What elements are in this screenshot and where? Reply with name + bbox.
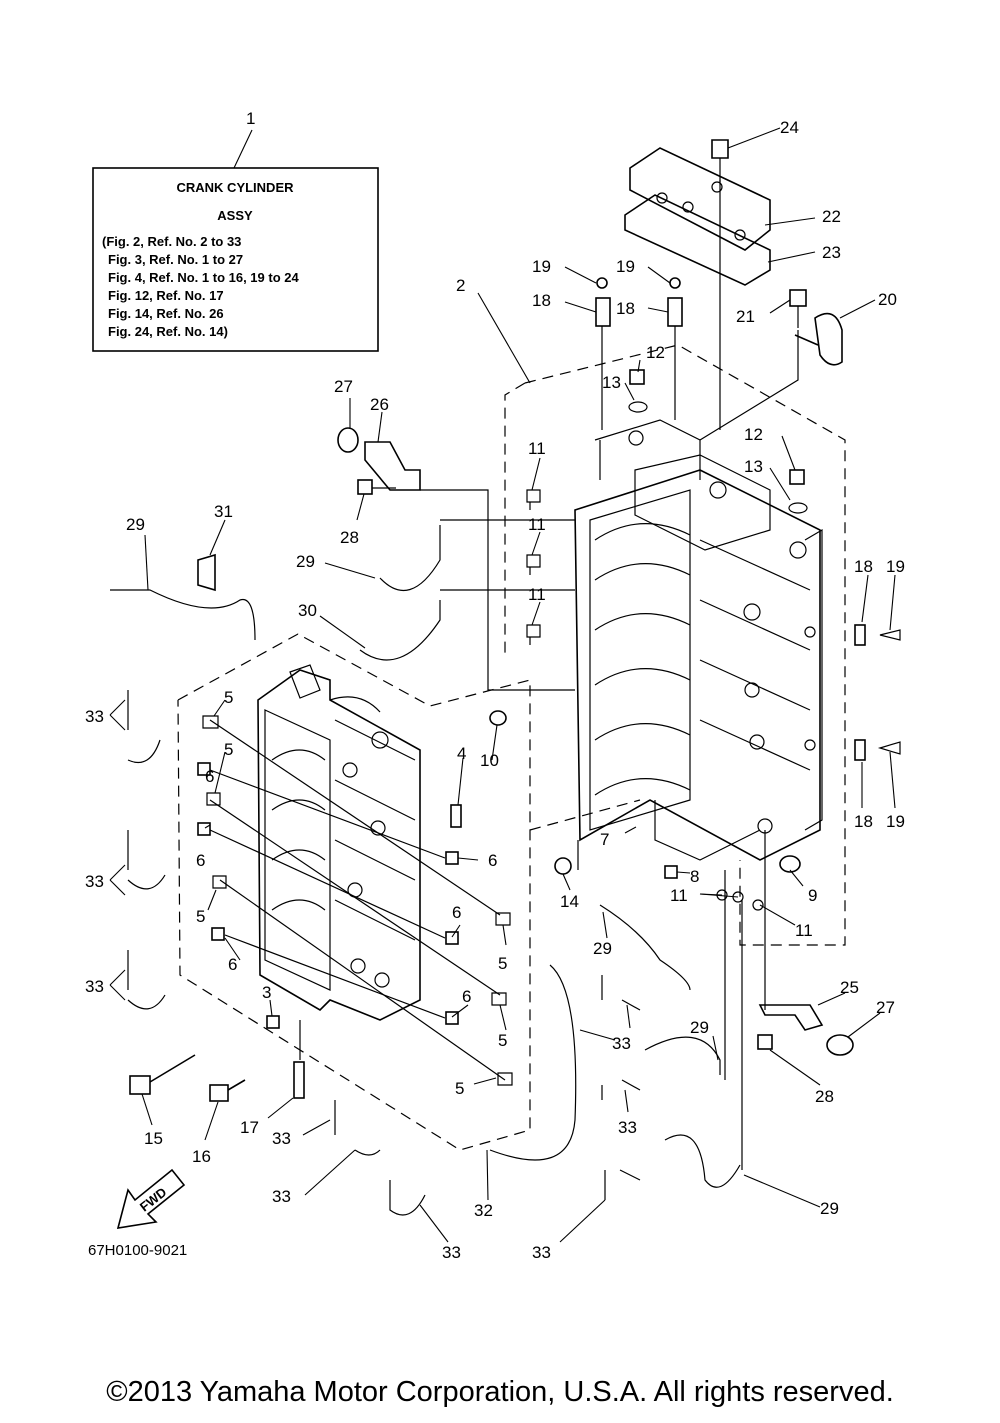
callout-6b: 6: [196, 851, 205, 870]
callout-19b: 19: [616, 257, 635, 276]
callout-29d: 29: [690, 1018, 709, 1037]
callout-33d: 33: [272, 1129, 291, 1148]
callout-5c: 5: [196, 907, 205, 926]
callout-17: 17: [240, 1118, 259, 1137]
callout-7: 7: [600, 830, 609, 849]
box-line-3: Fig. 4, Ref. No. 1 to 16, 19 to 24: [108, 270, 299, 285]
cover-and-gasket: [624, 139, 771, 286]
crankcase: [257, 664, 421, 1021]
callout-24: 24: [780, 118, 799, 137]
callout-19d: 19: [886, 812, 905, 831]
callout-8: 8: [690, 867, 699, 886]
callout-5a: 5: [224, 688, 233, 707]
callout-23: 23: [822, 243, 841, 262]
callout-13b: 13: [744, 457, 763, 476]
callout-5f: 5: [455, 1079, 464, 1098]
callout-15: 15: [144, 1129, 163, 1148]
callout-18d: 18: [854, 812, 873, 831]
hoses: [110, 525, 741, 1216]
callout-6e: 6: [452, 903, 461, 922]
box-line-4: Fig. 12, Ref. No. 17: [108, 288, 224, 303]
callout-11b: 11: [528, 515, 546, 534]
callout-6d: 6: [488, 851, 497, 870]
callout-14: 14: [560, 892, 579, 911]
callout-10: 10: [480, 751, 499, 770]
callout-31: 31: [214, 502, 233, 521]
callout-13a: 13: [602, 373, 621, 392]
assembly-info-box: 1 CRANK CYLINDER ASSY (Fig. 2, Ref. No. …: [92, 109, 379, 352]
callout-6c: 6: [228, 955, 237, 974]
callout-18a: 18: [532, 291, 551, 310]
callout-29b: 29: [296, 552, 315, 571]
callout-26: 26: [370, 395, 389, 414]
callout-11d: 11: [670, 886, 688, 905]
callout-28a: 28: [340, 528, 359, 547]
cylinder-block: [574, 419, 823, 861]
callout-5d: 5: [498, 954, 507, 973]
callout-6f: 6: [462, 987, 471, 1006]
callout-33e: 33: [272, 1187, 291, 1206]
callout-11a: 11: [528, 439, 546, 458]
callout-29a: 29: [126, 515, 145, 534]
callout-18c: 18: [854, 557, 873, 576]
callout-16: 16: [192, 1147, 211, 1166]
callout-11c: 11: [528, 585, 546, 604]
callout-20: 20: [878, 290, 897, 309]
callout-5b: 5: [224, 740, 233, 759]
callout-33g: 33: [532, 1243, 551, 1262]
callout-ref-1: 1: [246, 109, 255, 128]
callout-21: 21: [736, 307, 755, 326]
callout-4: 4: [457, 744, 466, 763]
callout-33f: 33: [442, 1243, 461, 1262]
connection-lines: [209, 180, 799, 1170]
callout-3: 3: [262, 983, 271, 1002]
callout-30: 30: [298, 601, 317, 620]
callout-9: 9: [808, 886, 817, 905]
callout-29e: 29: [820, 1199, 839, 1218]
callout-19c: 19: [886, 557, 905, 576]
box-line-1: (Fig. 2, Ref. No. 2 to 33: [102, 234, 241, 249]
box-line-5: Fig. 14, Ref. No. 26: [108, 306, 224, 321]
callout-labels: 2 3 4 5 5 5 5 5 5 6 6 6 6 6 6 7 8 9 10 1…: [85, 118, 905, 1262]
diagram-code: 67H0100-9021: [88, 1242, 188, 1259]
callout-27b: 27: [876, 998, 895, 1017]
callout-25: 25: [840, 978, 859, 997]
callout-28b: 28: [815, 1087, 834, 1106]
callout-29c: 29: [593, 939, 612, 958]
callout-27a: 27: [334, 377, 353, 396]
callout-33c: 33: [85, 977, 104, 996]
assembly-boundaries: [177, 344, 846, 1151]
callout-22: 22: [822, 207, 841, 226]
callout-18b: 18: [616, 299, 635, 318]
callout-6a: 6: [205, 767, 214, 786]
box-line-6: Fig. 24, Ref. No. 14): [108, 324, 228, 339]
callout-33b: 33: [85, 872, 104, 891]
callout-19a: 19: [532, 257, 551, 276]
box-line-2: Fig. 3, Ref. No. 1 to 27: [108, 252, 243, 267]
callout-33h: 33: [612, 1034, 631, 1053]
fwd-arrow: FWD: [116, 1168, 186, 1229]
callout-32: 32: [474, 1201, 493, 1220]
misc-parts: [129, 277, 901, 1102]
leader-lines: [109, 127, 896, 1243]
callout-12a: 12: [646, 343, 665, 362]
copyright-notice: ©2013 Yamaha Motor Corporation, U.S.A. A…: [106, 1376, 894, 1408]
callout-33i: 33: [618, 1118, 637, 1137]
callout-11e: 11: [795, 921, 813, 940]
callout-2: 2: [456, 276, 465, 295]
callout-5e: 5: [498, 1031, 507, 1050]
box-title: CRANK CYLINDER: [177, 180, 295, 195]
box-subtitle: ASSY: [217, 208, 253, 223]
callout-33a: 33: [85, 707, 104, 726]
callout-12b: 12: [744, 425, 763, 444]
